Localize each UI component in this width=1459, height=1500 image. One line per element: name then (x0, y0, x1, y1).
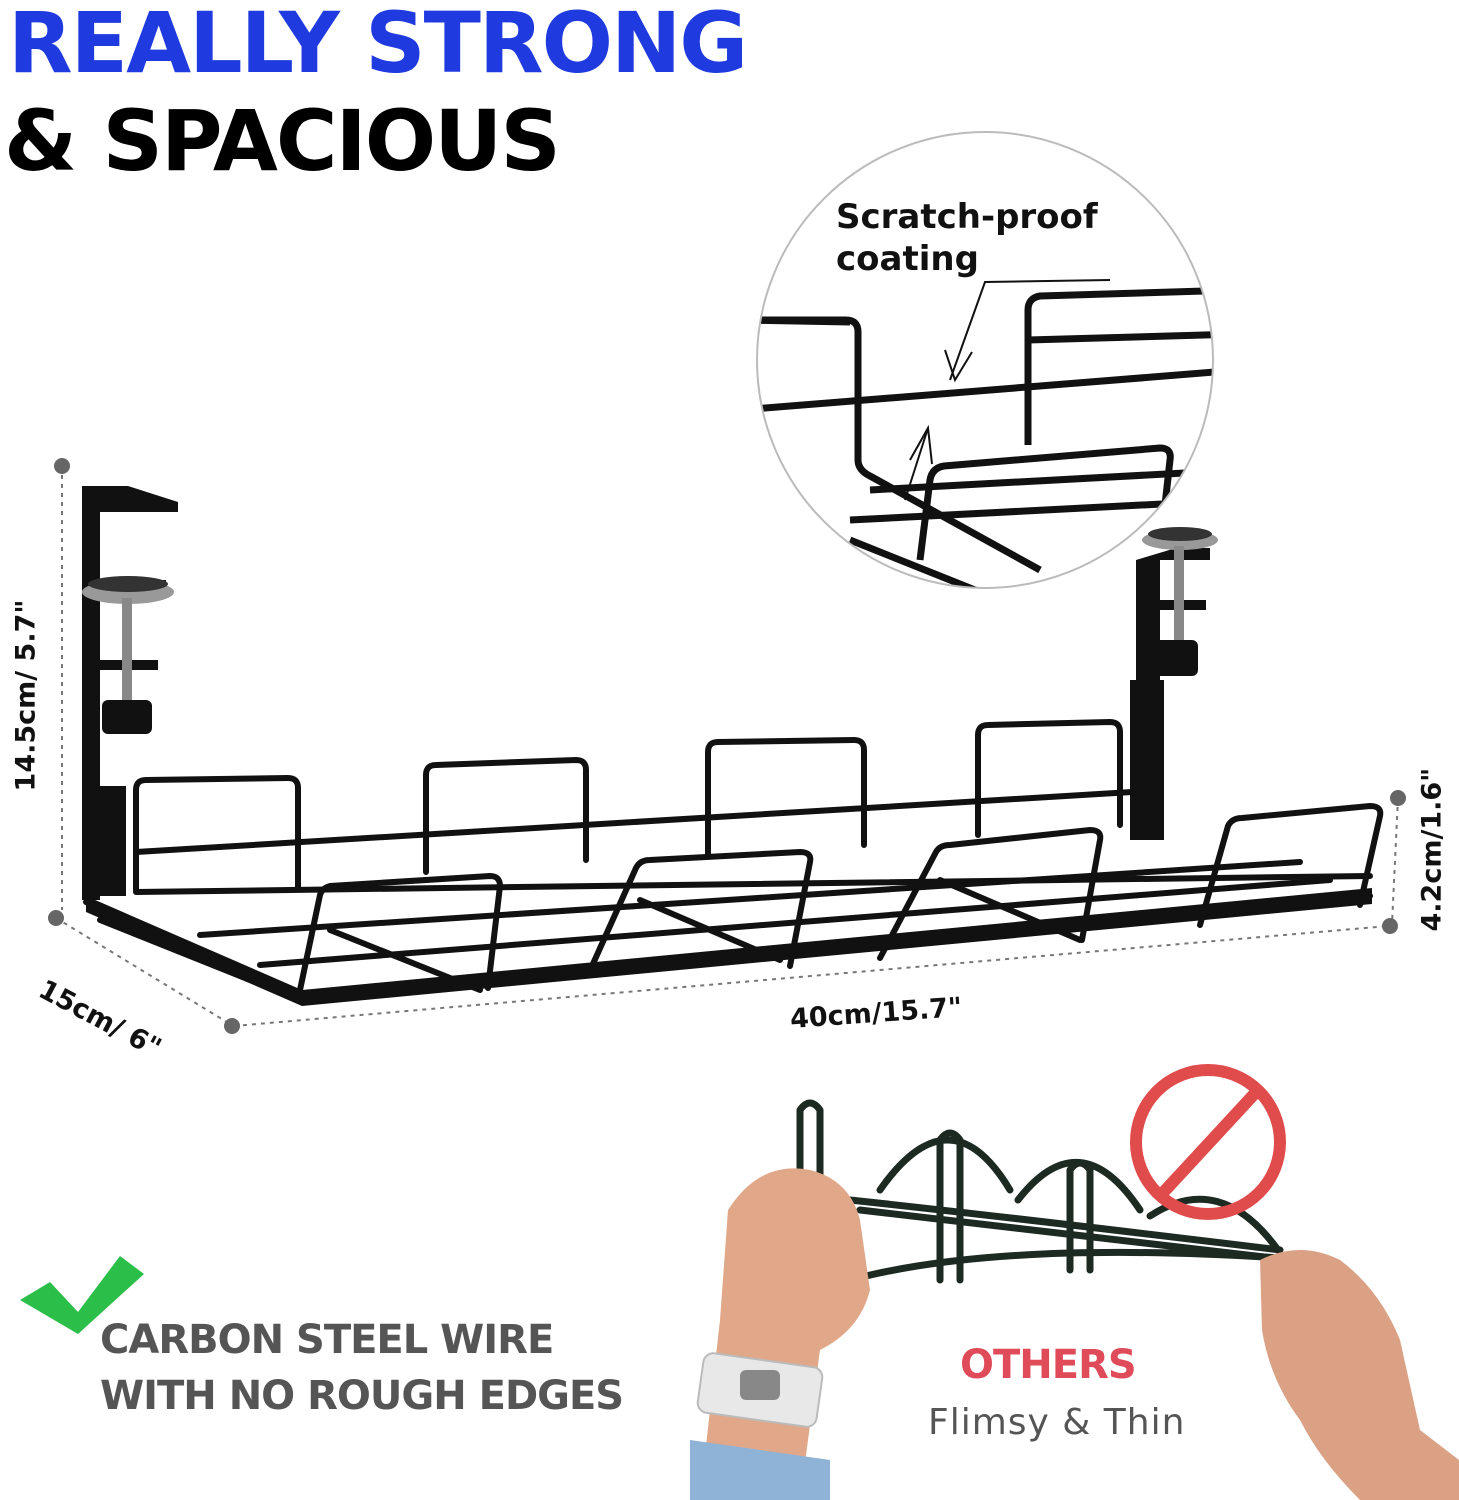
prohibited-icon (1130, 1064, 1286, 1220)
headline-line-2: & SPACIOUS (4, 92, 561, 190)
feature-line-2: WITH NO ROUGH EDGES (100, 1373, 624, 1419)
right-bracket (1130, 527, 1218, 840)
dimension-dots (48, 458, 1406, 1034)
left-bracket (82, 486, 178, 900)
left-hand (690, 1168, 870, 1500)
right-hand (1260, 1250, 1459, 1500)
height-dimension-label: 14.5cm/ 5.7" (10, 599, 42, 792)
side-height-dimension-label: 4.2cm/1.6" (1416, 767, 1448, 932)
others-title: OTHERS (960, 1342, 1137, 1388)
feature-line-1: CARBON STEEL WIRE (100, 1317, 554, 1363)
callout-label-line-2: coating (836, 239, 979, 279)
others-subtitle: Flimsy & Thin (928, 1402, 1186, 1443)
callout-label-line-1: Scratch-proof (836, 197, 1098, 237)
zoom-circle (753, 128, 1217, 592)
headline-line-1: REALLY STRONG (8, 0, 748, 92)
basket-tray-edge (86, 888, 1372, 1006)
checkmark-icon (20, 1256, 144, 1334)
feature-text: CARBON STEEL WIRE WITH NO ROUGH EDGES (100, 1312, 624, 1424)
dimension-lines (55, 466, 1399, 1027)
scratch-proof-callout: Scratch-proof coating (836, 196, 1098, 280)
competitor-rack-photo (690, 1099, 1459, 1500)
